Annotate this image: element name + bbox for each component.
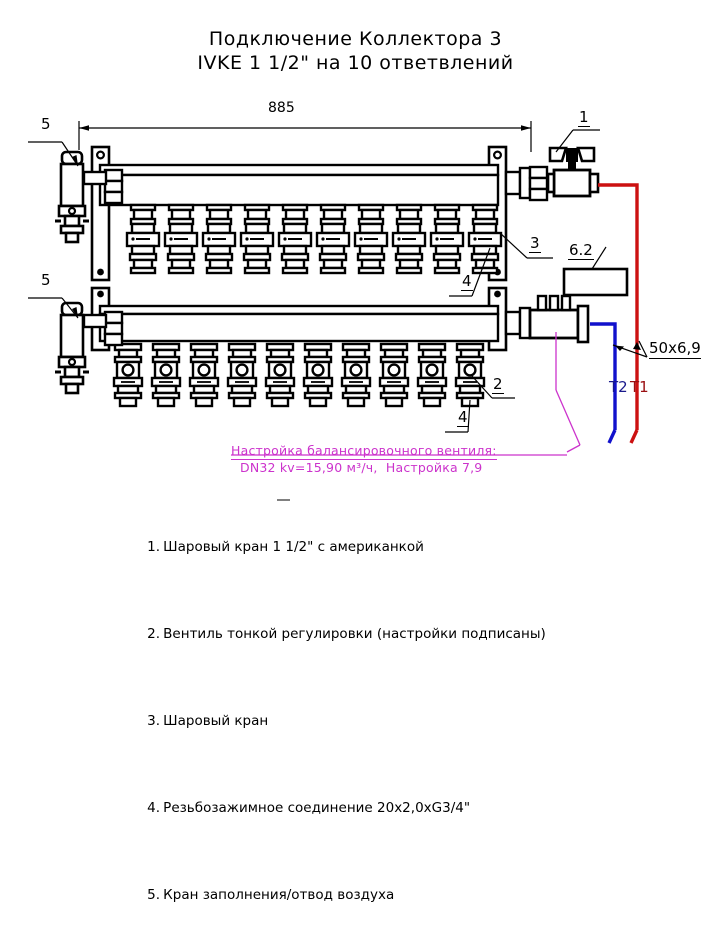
callout-6-2: 6.2 xyxy=(568,241,594,260)
callout-5-upper: 5 xyxy=(41,115,51,133)
leader-4-upper xyxy=(449,247,491,297)
legend-item-text: Вентиль тонкой регулировки (настройки по… xyxy=(163,626,546,643)
legend-item: 3.Шаровый кран xyxy=(130,696,705,748)
pipe-label-t1: T1 xyxy=(630,378,649,396)
callout-4-upper: 4 xyxy=(461,272,473,291)
legend-list: 1.Шаровый кран 1 1/2" с американкой 2.Ве… xyxy=(130,487,705,940)
legend-item: 4.Резьбозажимное соединение 20х2,0хG3/4" xyxy=(130,783,705,835)
return-outlet-fittings xyxy=(112,342,486,408)
legend-item-text: Резьбозажимное соединение 20х2,0хG3/4" xyxy=(163,800,471,817)
balancing-note-leader xyxy=(231,332,581,456)
drawing-title-line-2: IVKE 1 1/2" на 10 ответвлений xyxy=(197,52,514,74)
legend-item-number: 1. xyxy=(147,539,161,556)
legend-item-number: 3. xyxy=(147,713,161,730)
legend-item-text: Кран заполнения/отвод воздуха xyxy=(163,887,395,904)
callout-2: 2 xyxy=(492,375,504,394)
dimension-885-label: 885 xyxy=(268,100,295,116)
leader-3 xyxy=(499,232,553,259)
return-pipe-t2 xyxy=(590,322,617,444)
supply-ball-valve xyxy=(504,146,600,202)
leader-2 xyxy=(471,375,515,399)
legend-item: 1.Шаровый кран 1 1/2" с американкой xyxy=(130,522,705,574)
leader-pipe-size xyxy=(612,340,648,358)
manifold-schematic xyxy=(28,121,648,501)
lower-air-vent-cock xyxy=(53,301,124,395)
leader-1 xyxy=(555,129,600,153)
dimension-line-885 xyxy=(78,121,532,152)
flow-meter-6-2 xyxy=(562,246,629,297)
legend-item-number: 4. xyxy=(147,800,161,817)
legend-item-text: Шаровый кран 1 1/2" с американкой xyxy=(163,539,424,556)
legend-item-text: Шаровый кран xyxy=(163,713,269,730)
pipe-label-t2: T2 xyxy=(609,378,628,396)
callout-1: 1 xyxy=(578,108,590,127)
callout-3: 3 xyxy=(529,234,541,253)
supply-pipe-t1 xyxy=(598,183,639,444)
balancing-note-line-2: DN32 kv=15,90 м³/ч, Настройка 7,9 xyxy=(240,460,483,475)
leader-5-lower xyxy=(28,297,79,319)
legend-item: 5.Кран заполнения/отвод воздуха xyxy=(130,870,705,922)
callout-5-lower: 5 xyxy=(41,271,51,289)
balancing-note-line-1: Настройка балансировочного вентиля: xyxy=(231,443,497,460)
return-ball-valve xyxy=(504,294,590,344)
supply-outlet-fittings xyxy=(125,203,503,275)
legend-item: 2.Вентиль тонкой регулировки (настройки … xyxy=(130,609,705,661)
legend-item-number: 2. xyxy=(147,626,161,643)
legend-item-number: 5. xyxy=(147,887,161,904)
return-manifold xyxy=(90,286,508,352)
upper-air-vent-cock xyxy=(53,150,124,244)
leader-5-upper xyxy=(28,141,79,167)
drawing-title-line-1: Подключение Коллектора 3 xyxy=(208,28,503,50)
callout-4-lower: 4 xyxy=(457,408,469,427)
pipe-size-label: 50x6,9 xyxy=(649,339,701,359)
